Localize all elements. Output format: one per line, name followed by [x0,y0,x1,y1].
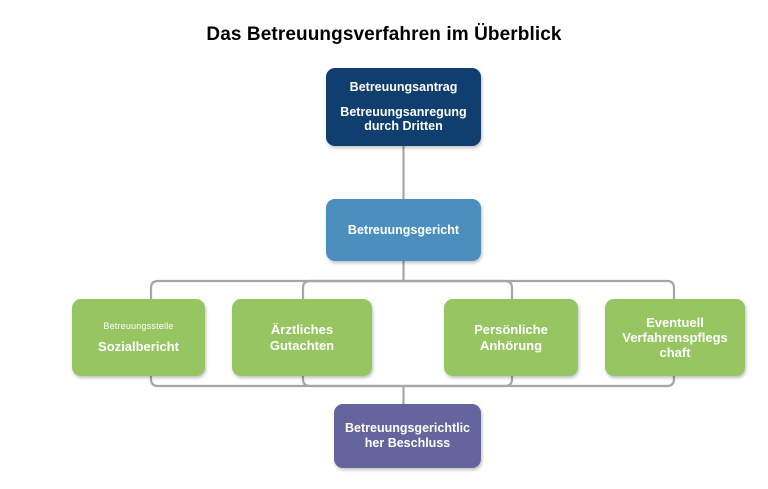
edge-pflegschaft-to-bus [403,376,676,388]
node-persoenliche-anhoerung[interactable]: Persönliche Anhörung [444,299,578,376]
node-betreuungsgerichtlicher-beschluss-label: Betreuungsgerichtlicher Beschluss [344,421,471,450]
node-persoenliche-anhoerung-line1: Persönliche [474,322,548,338]
node-betreuungsantrag-line1: Betreuungsantrag [349,79,458,94]
node-betreuungsantrag[interactable]: Betreuungsantrag Betreuungsanregung durc… [326,68,481,146]
node-verfahrenspflegschaft-line2: Verfahrenspflegschaft [622,329,728,361]
edge-bus-to-gutachten [301,279,404,299]
edge-bus-to-anhoerung [403,279,514,299]
node-persoenliche-anhoerung-line2: Anhörung [479,337,543,353]
node-sozialbericht-label: Sozialbericht [98,338,179,354]
node-betreuungsgerichtlicher-beschluss[interactable]: Betreuungsgerichtlicher Beschluss [334,404,481,468]
node-betreuungsgericht-label: Betreuungsgericht [347,222,460,237]
edge-anhoerung-to-bus [403,376,514,388]
node-verfahrenspflegschaft-line1: Eventuell [646,314,704,330]
node-betreuungsantrag-line3: durch Dritten [364,119,443,134]
node-sozialbericht[interactable]: Betreuungsstelle Sozialbericht [72,299,205,376]
edge-bus-to-pflegschaft [403,279,676,299]
node-aerztliches-gutachten-line1: Ärztliches [270,322,334,338]
edge-bus-to-sozialbericht [149,279,404,299]
node-betreuungsantrag-line2: Betreuungsanregung [340,104,467,119]
node-aerztliches-gutachten[interactable]: Ärztliches Gutachten [232,299,372,376]
edge-gutachten-to-bus [301,376,404,388]
node-verfahrenspflegschaft[interactable]: Eventuell Verfahrenspflegschaft [605,299,745,376]
edge-sozialbericht-to-bus [149,376,404,388]
node-betreuungsgericht[interactable]: Betreuungsgericht [326,199,481,261]
page-title: Das Betreuungsverfahren im Überblick [206,24,562,45]
node-sozialbericht-eyebrow: Betreuungsstelle [103,321,174,332]
node-aerztliches-gutachten-line2: Gutachten [269,337,335,353]
